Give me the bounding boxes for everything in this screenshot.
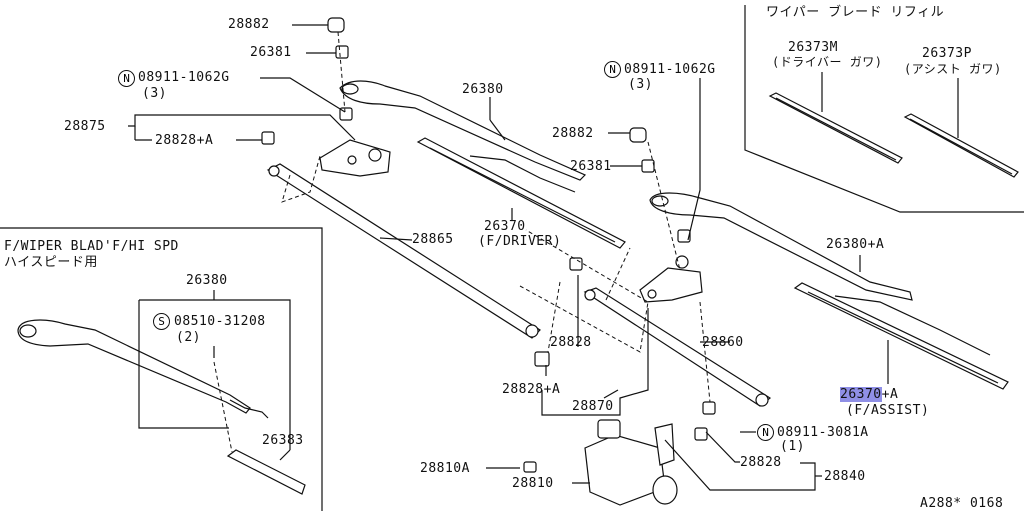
n-symbol-left: N	[118, 70, 135, 87]
label-qty-right: (3)	[628, 77, 653, 92]
pivot-bracket-left	[319, 139, 391, 177]
label-28882-top: 28882	[228, 17, 270, 32]
hispd-arm	[17, 319, 269, 419]
hispd-subtitle: ハイスピード用	[4, 255, 98, 270]
label-28882-mid: 28882	[552, 126, 594, 141]
label-26381-mid: 26381	[570, 159, 612, 174]
label-26381-top: 26381	[250, 45, 292, 60]
pivot-bracket-right	[639, 255, 703, 303]
label-28828-b: 28828	[740, 455, 782, 470]
label-28828a-c: 28828+A	[502, 382, 561, 397]
label-08911-3081a: 08911-3081A	[777, 425, 869, 440]
wiper-motor	[584, 419, 678, 506]
label-28810a: 28810A	[420, 461, 470, 476]
wiper-arm-assist	[649, 192, 913, 301]
label-08911-1062g-left: 08911-1062G	[138, 70, 230, 85]
fasteners	[261, 17, 716, 473]
label-26373m: 26373M	[788, 40, 838, 55]
label-28828a-left: 28828+A	[155, 133, 214, 148]
label-28840: 28840	[824, 469, 866, 484]
dashed-assembly-lines	[213, 31, 711, 453]
label-26370a-suffix: +A	[881, 387, 899, 402]
refill-26373m	[768, 92, 903, 164]
label-08510-31208: 08510-31208	[174, 314, 266, 329]
link-rod-28865	[266, 163, 541, 339]
refill-26373p	[903, 113, 1019, 178]
n-symbol-bottom: N	[757, 424, 774, 441]
label-28860: 28860	[702, 335, 744, 350]
label-28870: 28870	[572, 399, 614, 414]
label-26370-note: (F/DRIVER)	[478, 234, 562, 249]
label-28828-c: 28828	[550, 335, 592, 350]
s-symbol: S	[153, 313, 170, 330]
n-symbol-right: N	[604, 61, 621, 78]
label-qty-left: (3)	[142, 86, 167, 101]
label-28810: 28810	[512, 476, 554, 491]
label-26380-inset: 26380	[186, 273, 228, 288]
label-28865: 28865	[412, 232, 454, 247]
label-26373m-note: (ドライバー ガワ)	[772, 55, 883, 69]
label-26370a: 26370+A	[840, 387, 898, 402]
label-26370a-part: 26370	[840, 387, 882, 402]
blade-driver	[416, 137, 626, 249]
leader-lines	[128, 24, 889, 491]
refill-frame	[744, 5, 1024, 213]
link-rod-28860	[583, 287, 772, 407]
label-26370a-note: (F/ASSIST)	[846, 403, 930, 418]
hispd-title: F/WIPER BLAD'F/HI SPD	[4, 239, 179, 254]
wiper-arm-driver	[339, 80, 587, 181]
label-26383: 26383	[262, 433, 304, 448]
label-bottom-qty: (1)	[780, 439, 805, 454]
figure-code: A288* 0168	[920, 496, 1004, 511]
label-26370: 26370	[484, 219, 526, 234]
label-26373p-note: (アシスト ガワ)	[904, 62, 1002, 76]
label-26373p: 26373P	[922, 46, 972, 61]
blade-assist	[793, 282, 1009, 390]
label-screw-qty: (2)	[176, 330, 201, 345]
label-08911-1062g-right: 08911-1062G	[624, 62, 716, 77]
label-26380a: 26380+A	[826, 237, 885, 252]
label-28875: 28875	[64, 119, 106, 134]
hispd-spoiler	[226, 449, 306, 495]
hispd-frame	[0, 227, 323, 511]
refill-title: ワイパー ブレード リフィル	[766, 5, 945, 20]
label-26380-top: 26380	[462, 82, 504, 97]
